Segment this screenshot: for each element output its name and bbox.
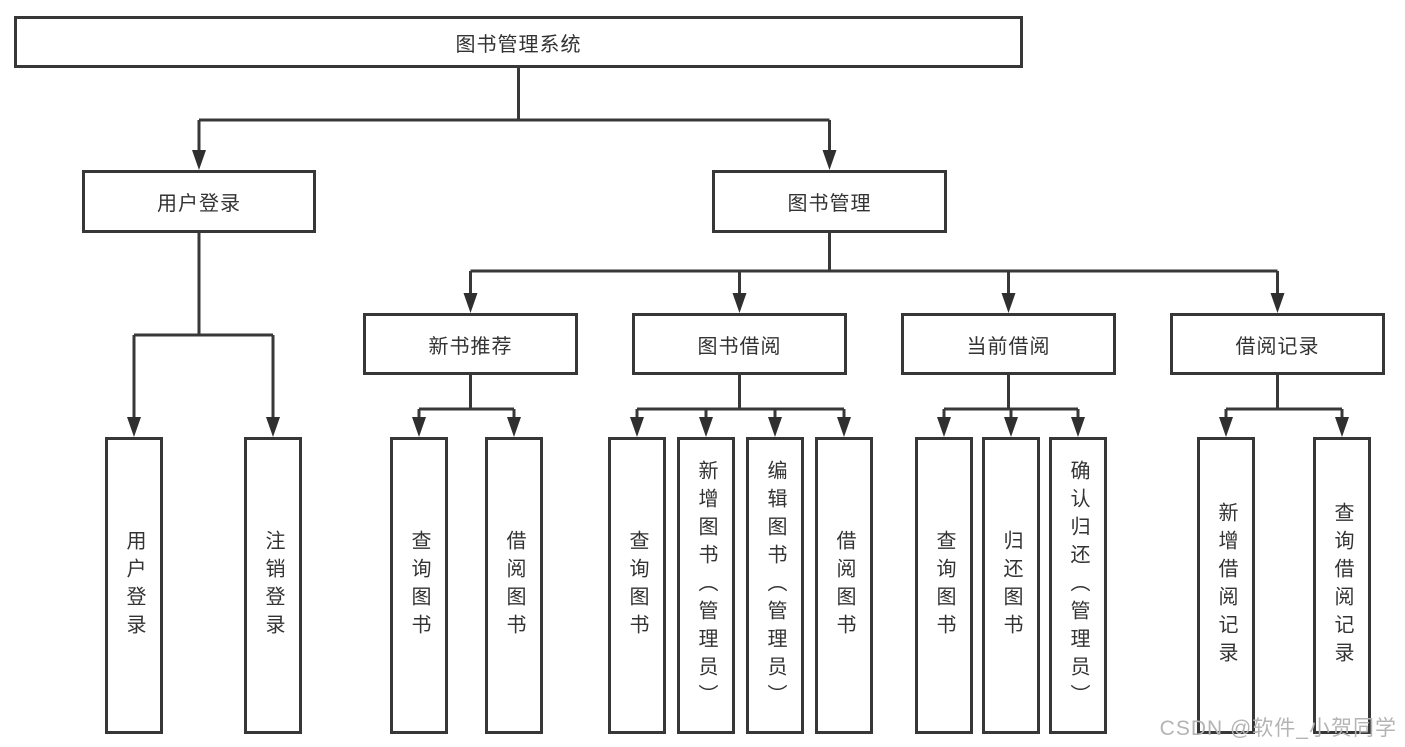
node-library-system: 图书管理系统 bbox=[14, 16, 1023, 68]
node-label: 借阅图书 bbox=[503, 529, 525, 642]
arrowhead bbox=[1270, 293, 1285, 313]
node-label: 新增图书（管理员） bbox=[695, 459, 717, 712]
node-label: 查询图书 bbox=[408, 529, 430, 642]
arrowhead bbox=[412, 417, 426, 437]
node-label: 查询图书 bbox=[933, 529, 955, 642]
node-label: 确认归还（管理员） bbox=[1067, 459, 1089, 712]
arrowhead bbox=[463, 293, 478, 313]
arrowhead bbox=[837, 417, 851, 437]
arrowhead bbox=[937, 417, 951, 437]
node-leaf-newbooks-query-book: 查询图书 bbox=[390, 437, 448, 734]
node-book-borrow: 图书借阅 bbox=[632, 313, 847, 375]
arrowhead bbox=[822, 150, 837, 170]
arrowhead bbox=[507, 417, 521, 437]
node-leaf-borrow-book: 借阅图书 bbox=[815, 437, 873, 734]
arrowhead bbox=[768, 417, 782, 437]
arrowhead bbox=[1071, 417, 1085, 437]
arrowhead bbox=[1219, 417, 1233, 437]
node-label: 注销登录 bbox=[262, 529, 284, 642]
node-new-book-recommend: 新书推荐 bbox=[363, 313, 578, 375]
node-label: 图书管理 bbox=[787, 193, 872, 215]
node-leaf-return-book: 归还图书 bbox=[982, 437, 1040, 734]
node-label: 查询图书 bbox=[626, 529, 648, 642]
node-user-login: 用户登录 bbox=[82, 170, 316, 233]
arrowhead bbox=[127, 417, 141, 437]
node-borrow-records: 借阅记录 bbox=[1170, 313, 1385, 375]
node-label: 借阅记录 bbox=[1235, 335, 1320, 358]
csdn-watermark: CSDN @软件_小贺同学 bbox=[1159, 717, 1397, 740]
node-leaf-query-borrow-record: 查询借阅记录 bbox=[1313, 437, 1371, 734]
node-label: 编辑图书（管理员） bbox=[764, 459, 786, 712]
node-label: 图书管理系统 bbox=[455, 33, 582, 56]
node-leaf-add-borrow-record: 新增借阅记录 bbox=[1197, 437, 1255, 734]
arrowhead bbox=[266, 417, 280, 437]
arrowhead bbox=[1004, 417, 1018, 437]
node-leaf-borrow-query-book: 查询图书 bbox=[608, 437, 666, 734]
node-label: 查询借阅记录 bbox=[1331, 501, 1353, 670]
node-label: 新增借阅记录 bbox=[1215, 501, 1237, 670]
node-label: 归还图书 bbox=[1000, 529, 1022, 642]
arrowhead bbox=[732, 293, 747, 313]
node-label: 新书推荐 bbox=[428, 335, 513, 358]
node-label: 图书借阅 bbox=[697, 335, 782, 358]
node-leaf-edit-book-admin: 编辑图书（管理员） bbox=[746, 437, 804, 734]
node-label: 用户登录 bbox=[157, 193, 241, 215]
node-label: 借阅图书 bbox=[833, 529, 855, 642]
arrowhead bbox=[1001, 293, 1016, 313]
node-leaf-current-query-book: 查询图书 bbox=[915, 437, 973, 734]
arrowhead bbox=[192, 150, 206, 170]
node-leaf-newbooks-borrow-book: 借阅图书 bbox=[485, 437, 543, 734]
node-leaf-user-login: 用户登录 bbox=[105, 437, 163, 734]
arrowhead bbox=[699, 417, 713, 437]
node-label: 当前借阅 bbox=[966, 335, 1051, 358]
node-leaf-add-book-admin: 新增图书（管理员） bbox=[677, 437, 735, 734]
node-current-borrow: 当前借阅 bbox=[901, 313, 1116, 375]
node-label: 用户登录 bbox=[123, 529, 145, 642]
node-leaf-confirm-return-admin: 确认归还（管理员） bbox=[1049, 437, 1107, 734]
node-leaf-logout: 注销登录 bbox=[244, 437, 302, 734]
node-book-management: 图书管理 bbox=[712, 170, 947, 233]
arrowhead bbox=[1335, 417, 1349, 437]
arrowhead bbox=[630, 417, 644, 437]
